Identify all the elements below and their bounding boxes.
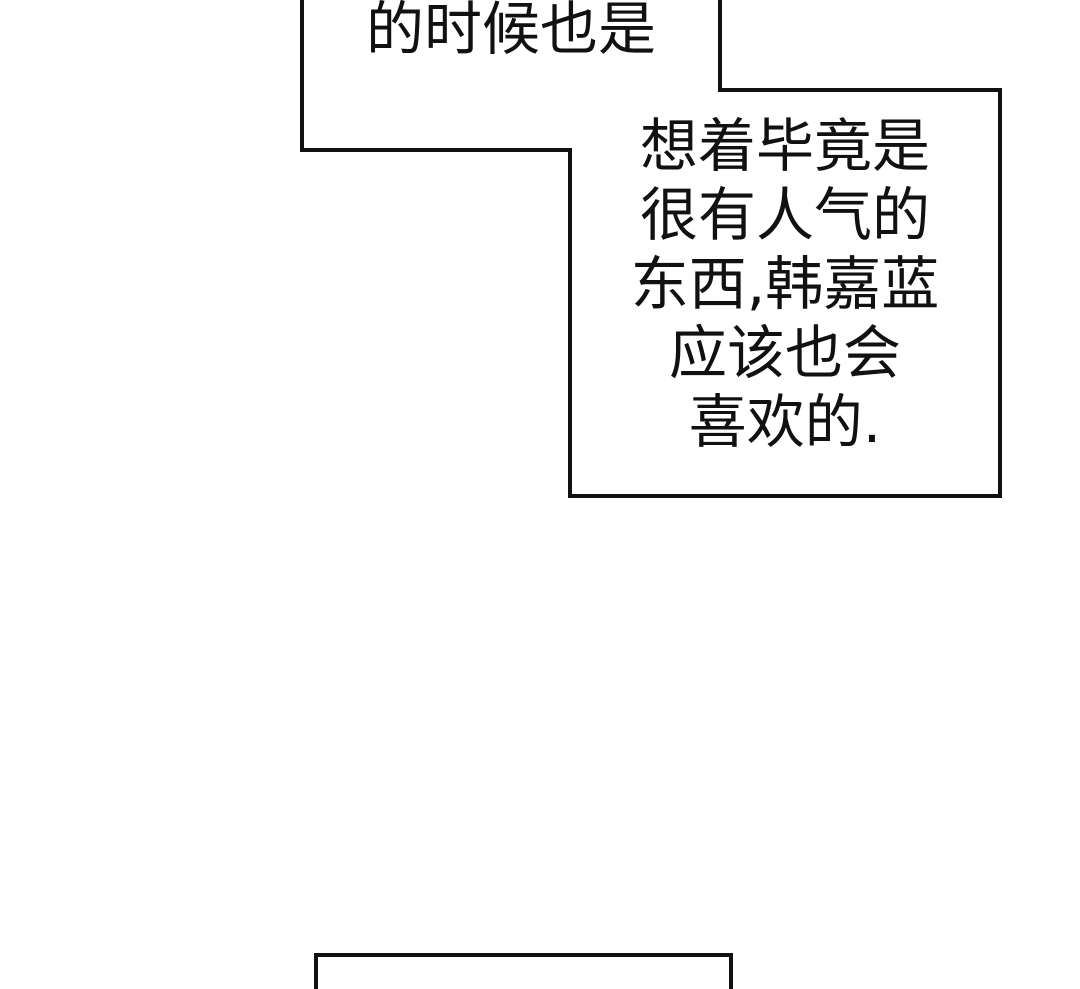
caption-line: 想着毕竟是 [639, 112, 930, 180]
caption-line: 东西,韩嘉蓝 [630, 250, 940, 318]
caption-line: 很有人气的 [639, 181, 930, 249]
main-caption-text: 想着毕竟是 很有人气的 东西,韩嘉蓝 应该也会 喜欢的. [570, 112, 1000, 457]
caption-line: 应该也会 [668, 319, 901, 387]
top-caption-text: 的时候也是 [365, 0, 656, 63]
caption-line: 喜欢的. [688, 388, 882, 456]
bottom-caption-box [314, 953, 733, 989]
merged-caption-box [300, 0, 1002, 498]
